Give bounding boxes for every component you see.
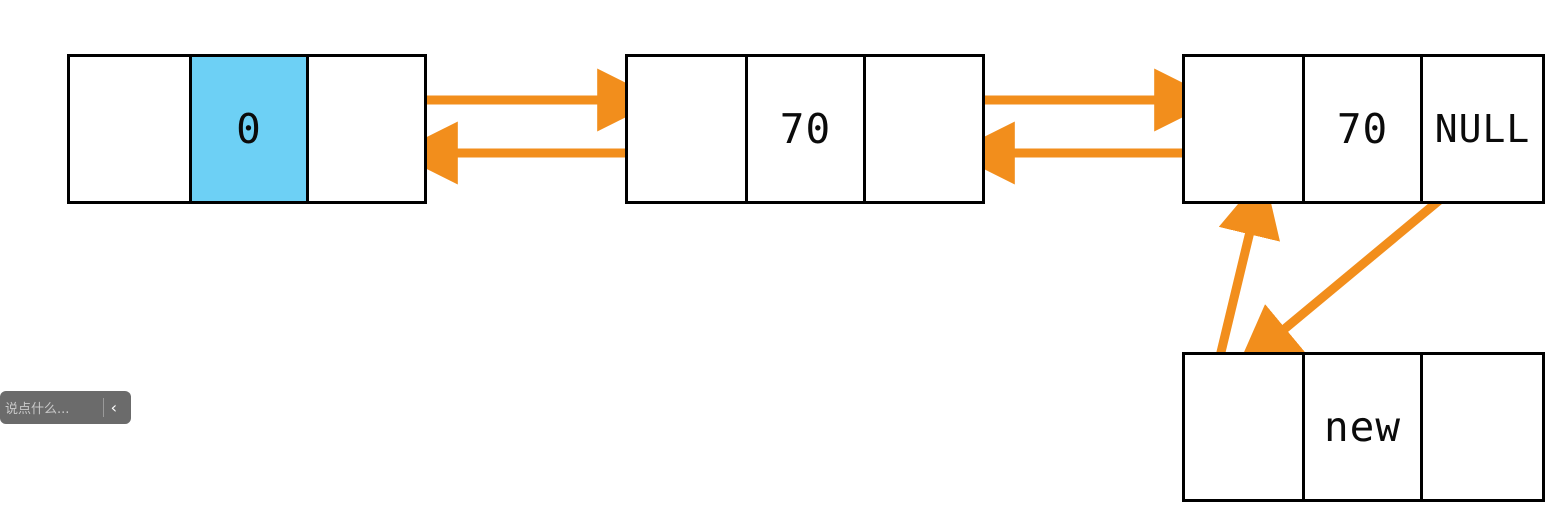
- list-node-1[interactable]: 0: [67, 54, 427, 204]
- comment-bar[interactable]: 说点什么... ‹: [0, 391, 131, 424]
- node-1-prev-cell: [70, 57, 189, 201]
- node-2-next-cell: [863, 57, 982, 201]
- comment-bar-divider: [102, 398, 104, 417]
- node-new-prev-cell: [1185, 355, 1302, 499]
- node-3-value-cell: 70: [1302, 57, 1420, 201]
- node-3-next-cell: NULL: [1420, 57, 1542, 201]
- node-1-next-cell: [305, 57, 424, 201]
- list-node-3[interactable]: 70 NULL: [1182, 54, 1545, 204]
- node-2-value-cell: 70: [744, 57, 863, 201]
- node-1-value-cell: 0: [188, 57, 306, 201]
- node-3-prev-cell: [1185, 57, 1302, 201]
- node-new-value-cell: new: [1302, 355, 1420, 499]
- node-new-next-cell: [1420, 355, 1542, 499]
- collapse-chevron-icon[interactable]: ‹: [110, 397, 117, 417]
- node-2-prev-cell: [628, 57, 745, 201]
- list-node-2[interactable]: 70: [625, 54, 985, 204]
- comment-input-placeholder[interactable]: 说点什么...: [5, 402, 70, 417]
- list-node-new[interactable]: new: [1182, 352, 1545, 502]
